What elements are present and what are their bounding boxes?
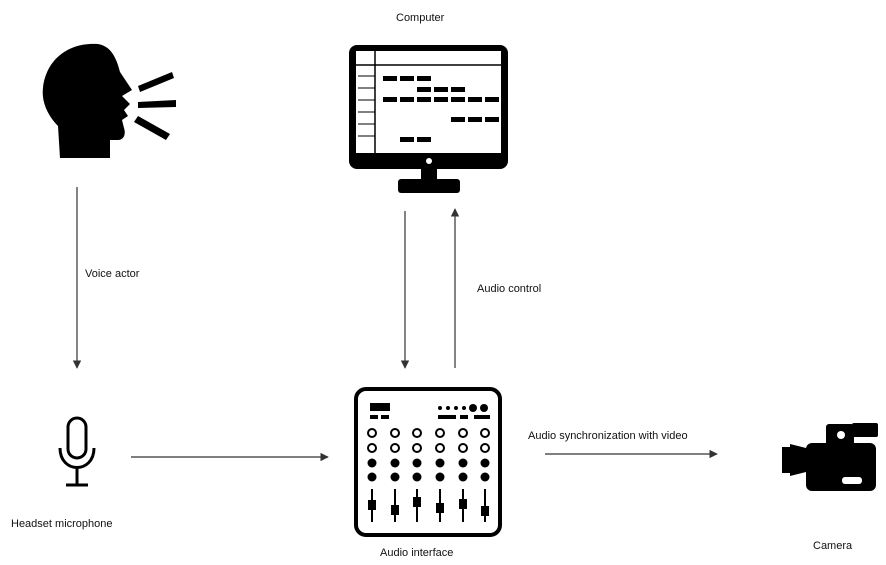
audio-interface-label: Audio interface — [380, 547, 454, 559]
speaking-head-icon — [42, 43, 176, 158]
computer-label: Computer — [396, 12, 445, 24]
computer-monitor-icon — [349, 45, 508, 193]
audio-sync-label: Audio synchronization with video — [528, 430, 688, 442]
headset-microphone-label: Headset microphone — [11, 518, 113, 530]
audio-mixer-icon — [354, 387, 502, 537]
video-camera-icon — [782, 423, 878, 491]
voice-actor-label: Voice actor — [85, 268, 140, 280]
microphone-icon — [58, 416, 96, 487]
audio-control-label: Audio control — [477, 283, 542, 295]
camera-label: Camera — [813, 540, 853, 552]
